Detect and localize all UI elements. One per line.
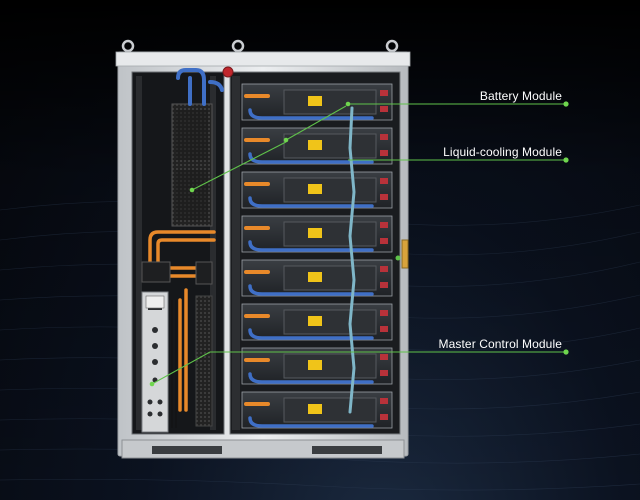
- emergency-stop-icon: [222, 66, 234, 78]
- warning-label-icon: [308, 184, 322, 194]
- warning-label-icon: [308, 272, 322, 282]
- warning-label-icon: [308, 228, 322, 238]
- battery-module: [241, 127, 393, 165]
- lifting-eye-icons: [121, 39, 399, 53]
- battery-module: [241, 347, 393, 385]
- battery-module: [241, 259, 393, 297]
- battery-module: [241, 391, 393, 429]
- warning-label-icon: [308, 140, 322, 150]
- warning-label-icon: [308, 316, 322, 326]
- battery-module: [241, 215, 393, 253]
- master-control-module-label: Master Control Module: [438, 337, 562, 351]
- battery-module-label: Battery Module: [479, 89, 562, 103]
- warning-label-icon: [308, 360, 322, 370]
- battery-module: [241, 83, 393, 121]
- battery-module: [241, 303, 393, 341]
- liquid-cooling-module-label: Liquid-cooling Module: [443, 145, 562, 159]
- battery-module: [241, 171, 393, 209]
- warning-label-icon: [308, 404, 322, 414]
- warning-label-icon: [308, 96, 322, 106]
